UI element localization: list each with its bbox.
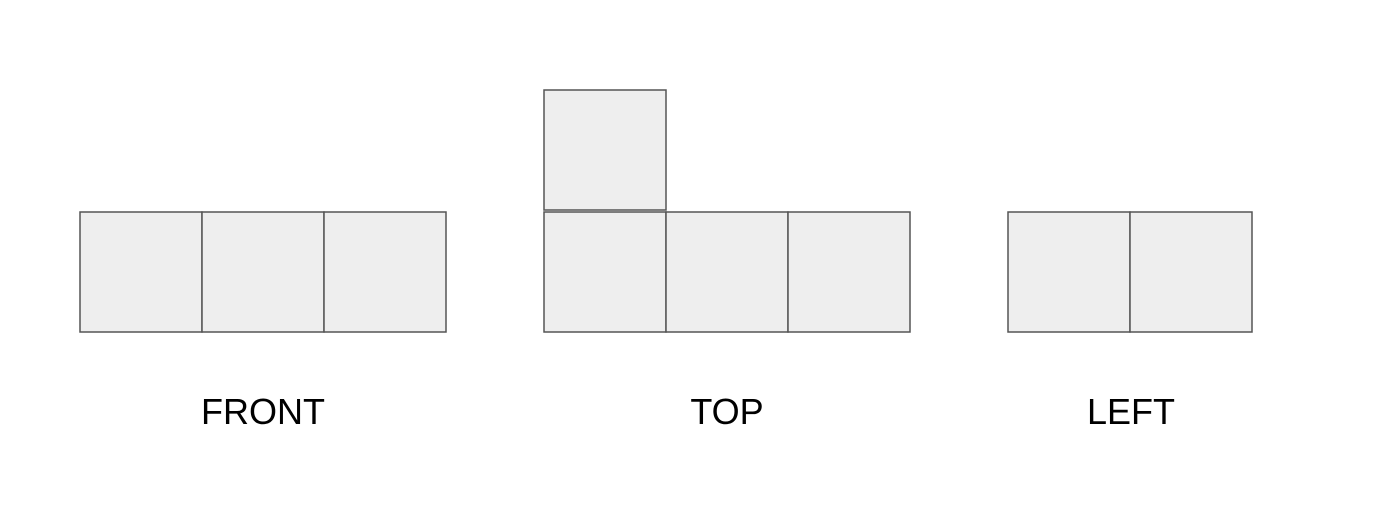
top-view-label: TOP [690,391,763,432]
front-view-cell [323,211,447,333]
left-view-cells [1007,211,1253,333]
top-view-cells [543,89,911,333]
front-view-cell [79,211,203,333]
front-view-label: FRONT [201,391,325,432]
left-view-cell [1007,211,1131,333]
front-view-cells [79,211,447,333]
top-view-cell [543,211,667,333]
top-view: TOP [543,89,911,432]
left-view-label: LEFT [1087,391,1175,432]
front-view: FRONT [79,211,447,432]
top-view-cell [543,89,667,211]
front-view-cell [201,211,325,333]
top-view-cell [787,211,911,333]
left-view-cell [1129,211,1253,333]
left-view: LEFT [1007,211,1253,432]
top-view-cell [665,211,789,333]
